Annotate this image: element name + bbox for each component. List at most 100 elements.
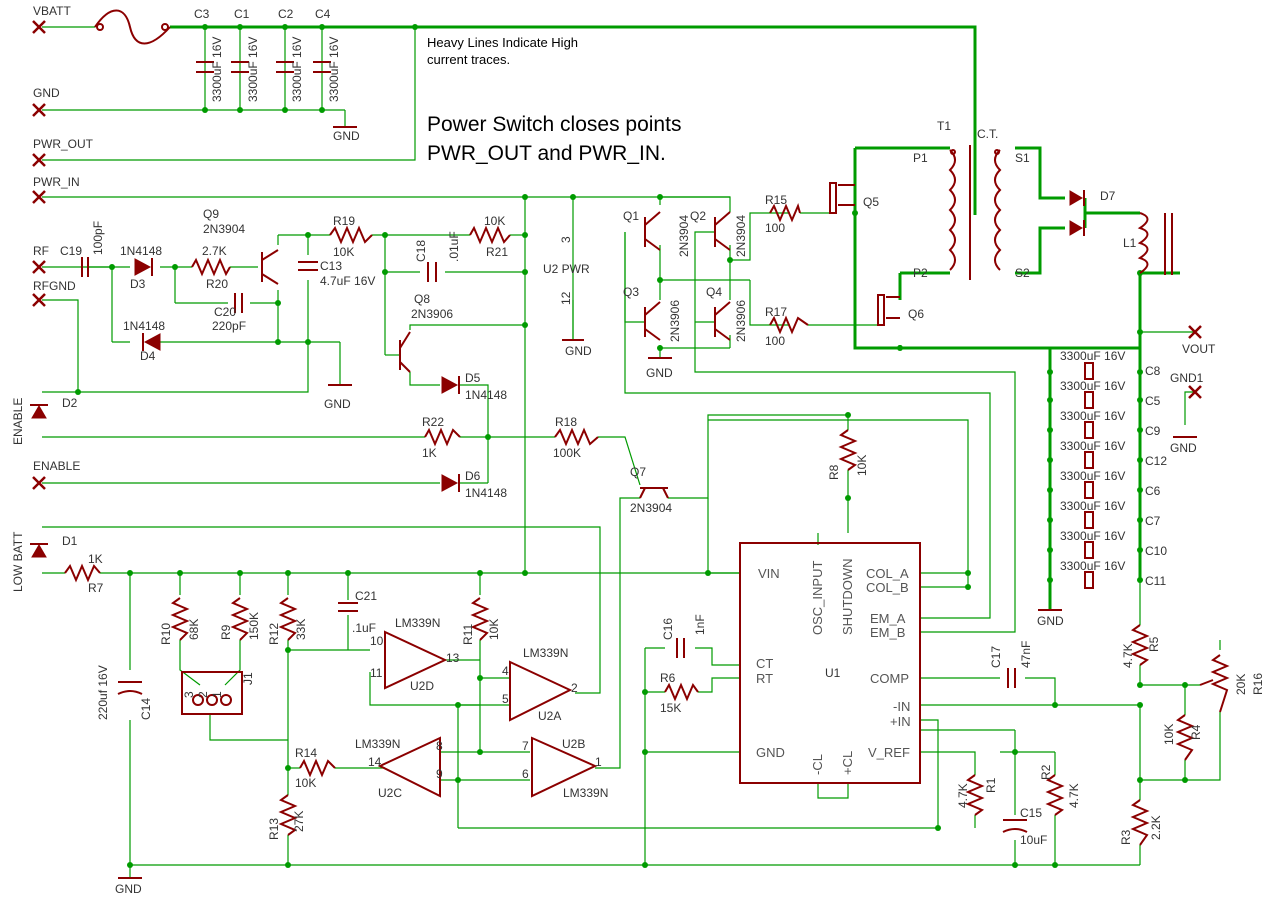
- label-q9: Q9: [203, 207, 219, 221]
- label-r16-value: 20K: [1234, 674, 1248, 695]
- note-power-line2: PWR_OUT and PWR_IN.: [427, 142, 666, 165]
- label-j1-pin2: 2: [196, 691, 210, 698]
- label-s2: S2: [1015, 266, 1030, 280]
- label-r22-value: 1K: [422, 446, 437, 460]
- label-r14-value: 10K: [295, 776, 316, 790]
- label-c7-value: 3300uF 16V: [1060, 499, 1125, 513]
- label-u2-pin3: 3: [559, 236, 573, 243]
- label-q7: Q7: [630, 465, 646, 479]
- label-d6-value: 1N4148: [465, 486, 507, 500]
- pin-minus-cl: -CL: [810, 754, 825, 775]
- label-r2: R2: [1039, 764, 1053, 780]
- label-d3-value: 1N4148: [120, 244, 162, 258]
- note-heavy-line2: current traces.: [427, 52, 510, 67]
- label-gnd-q3: GND: [646, 366, 673, 380]
- label-r20: R20: [206, 277, 228, 291]
- opamp-pin-5: 5: [502, 692, 509, 706]
- opamp-pin-13: 13: [446, 651, 460, 665]
- pin-plus-in: +IN: [890, 714, 911, 729]
- label-r10-value: 68K: [187, 619, 201, 640]
- label-c19: C19: [60, 244, 82, 258]
- label-c16-value: 1nF: [693, 614, 707, 635]
- label-p1: P1: [913, 151, 928, 165]
- label-rfgnd: RFGND: [33, 279, 76, 293]
- label-c6-value: 3300uF 16V: [1060, 469, 1125, 483]
- label-vbatt: VBATT: [33, 4, 71, 18]
- label-d6: D6: [465, 469, 481, 483]
- note-power-line1: Power Switch closes points: [427, 113, 681, 136]
- label-r21-value: 10K: [484, 214, 505, 228]
- label-r3: R3: [1119, 829, 1133, 845]
- label-r15-value: 100: [765, 221, 785, 235]
- label-r15: R15: [765, 193, 787, 207]
- label-j1-pin1: 1: [210, 691, 224, 698]
- label-q4: Q4: [706, 285, 722, 299]
- label-q4-value: 2N3906: [734, 300, 748, 342]
- label-r4-value: 10K: [1162, 724, 1176, 745]
- label-r18: R18: [555, 415, 577, 429]
- label-q5: Q5: [863, 195, 879, 209]
- label-c21: C21: [355, 589, 377, 603]
- label-c17: C17: [989, 646, 1003, 668]
- pin-comp: COMP: [870, 671, 909, 686]
- label-c1: C1: [234, 7, 250, 21]
- label-u2-pin12: 12: [559, 291, 573, 305]
- label-u1: U1: [825, 666, 841, 680]
- notes: Heavy Lines Indicate High current traces…: [427, 35, 681, 165]
- label-d1: D1: [62, 534, 78, 548]
- label-r18-value: 100K: [553, 446, 581, 460]
- opamp-pin-7: 7: [522, 739, 529, 753]
- label-r22: R22: [422, 415, 444, 429]
- label-c5: C5: [1145, 394, 1161, 408]
- label-r3-value: 2.2K: [1149, 815, 1163, 840]
- opamp-pin-10: 10: [370, 634, 384, 648]
- label-c5-value: 3300uF 16V: [1060, 379, 1125, 393]
- label-r20-value: 2.7K: [202, 244, 227, 258]
- label-p2: P2: [913, 266, 928, 280]
- label-u2c-part: LM339N: [355, 737, 400, 751]
- label-c9-value: 3300uF 16V: [1060, 409, 1125, 423]
- label-d2: D2: [62, 396, 78, 410]
- label-c17-value: 47nF: [1019, 641, 1033, 668]
- label-r10: R10: [159, 623, 173, 645]
- label-c11: C11: [1145, 574, 1166, 588]
- label-c4: C4: [315, 7, 331, 21]
- label-enable: ENABLE: [33, 459, 80, 473]
- label-r17: R17: [765, 305, 787, 319]
- pin-osc-input: OSC_INPUT: [810, 561, 825, 635]
- label-q7-value: 2N3904: [630, 501, 672, 515]
- label-gnd-vbatt: GND: [333, 129, 360, 143]
- label-q9-value: 2N3904: [203, 222, 245, 236]
- label-r16: R16: [1251, 673, 1265, 695]
- label-c12-value: 3300uF 16V: [1060, 439, 1125, 453]
- label-gnd1-symbol: GND: [1170, 441, 1197, 455]
- label-d7: D7: [1100, 189, 1116, 203]
- pin-em-b: EM_B: [870, 625, 905, 640]
- label-r7: R7: [88, 581, 104, 595]
- label-r8: R8: [827, 464, 841, 480]
- label-d3: D3: [130, 277, 146, 291]
- wires: [42, 26, 1221, 878]
- label-d5: D5: [465, 371, 481, 385]
- label-q1-value: 2N3904: [677, 215, 691, 257]
- label-r11: R11: [461, 624, 475, 645]
- label-r8-value: 10K: [855, 455, 869, 476]
- label-q8-value: 2N3906: [411, 307, 453, 321]
- label-c8: C8: [1145, 364, 1161, 378]
- pin-plus-cl: +CL: [840, 751, 855, 775]
- label-gnd1: GND1: [1170, 371, 1204, 385]
- label-c16: C16: [661, 618, 675, 640]
- label-c15-value: 10uF: [1020, 833, 1047, 847]
- label-r9: R9: [219, 624, 233, 640]
- label-c15: C15: [1020, 806, 1042, 820]
- label-c10: C10: [1145, 544, 1167, 558]
- label-rf: RF: [33, 244, 49, 258]
- label-t1: T1: [937, 119, 951, 133]
- label-c13: C13: [320, 259, 342, 273]
- label-u2b: U2B: [562, 737, 585, 751]
- label-r21: R21: [486, 245, 508, 259]
- label-gnd: GND: [33, 86, 60, 100]
- opamp-pin-4: 4: [502, 664, 509, 678]
